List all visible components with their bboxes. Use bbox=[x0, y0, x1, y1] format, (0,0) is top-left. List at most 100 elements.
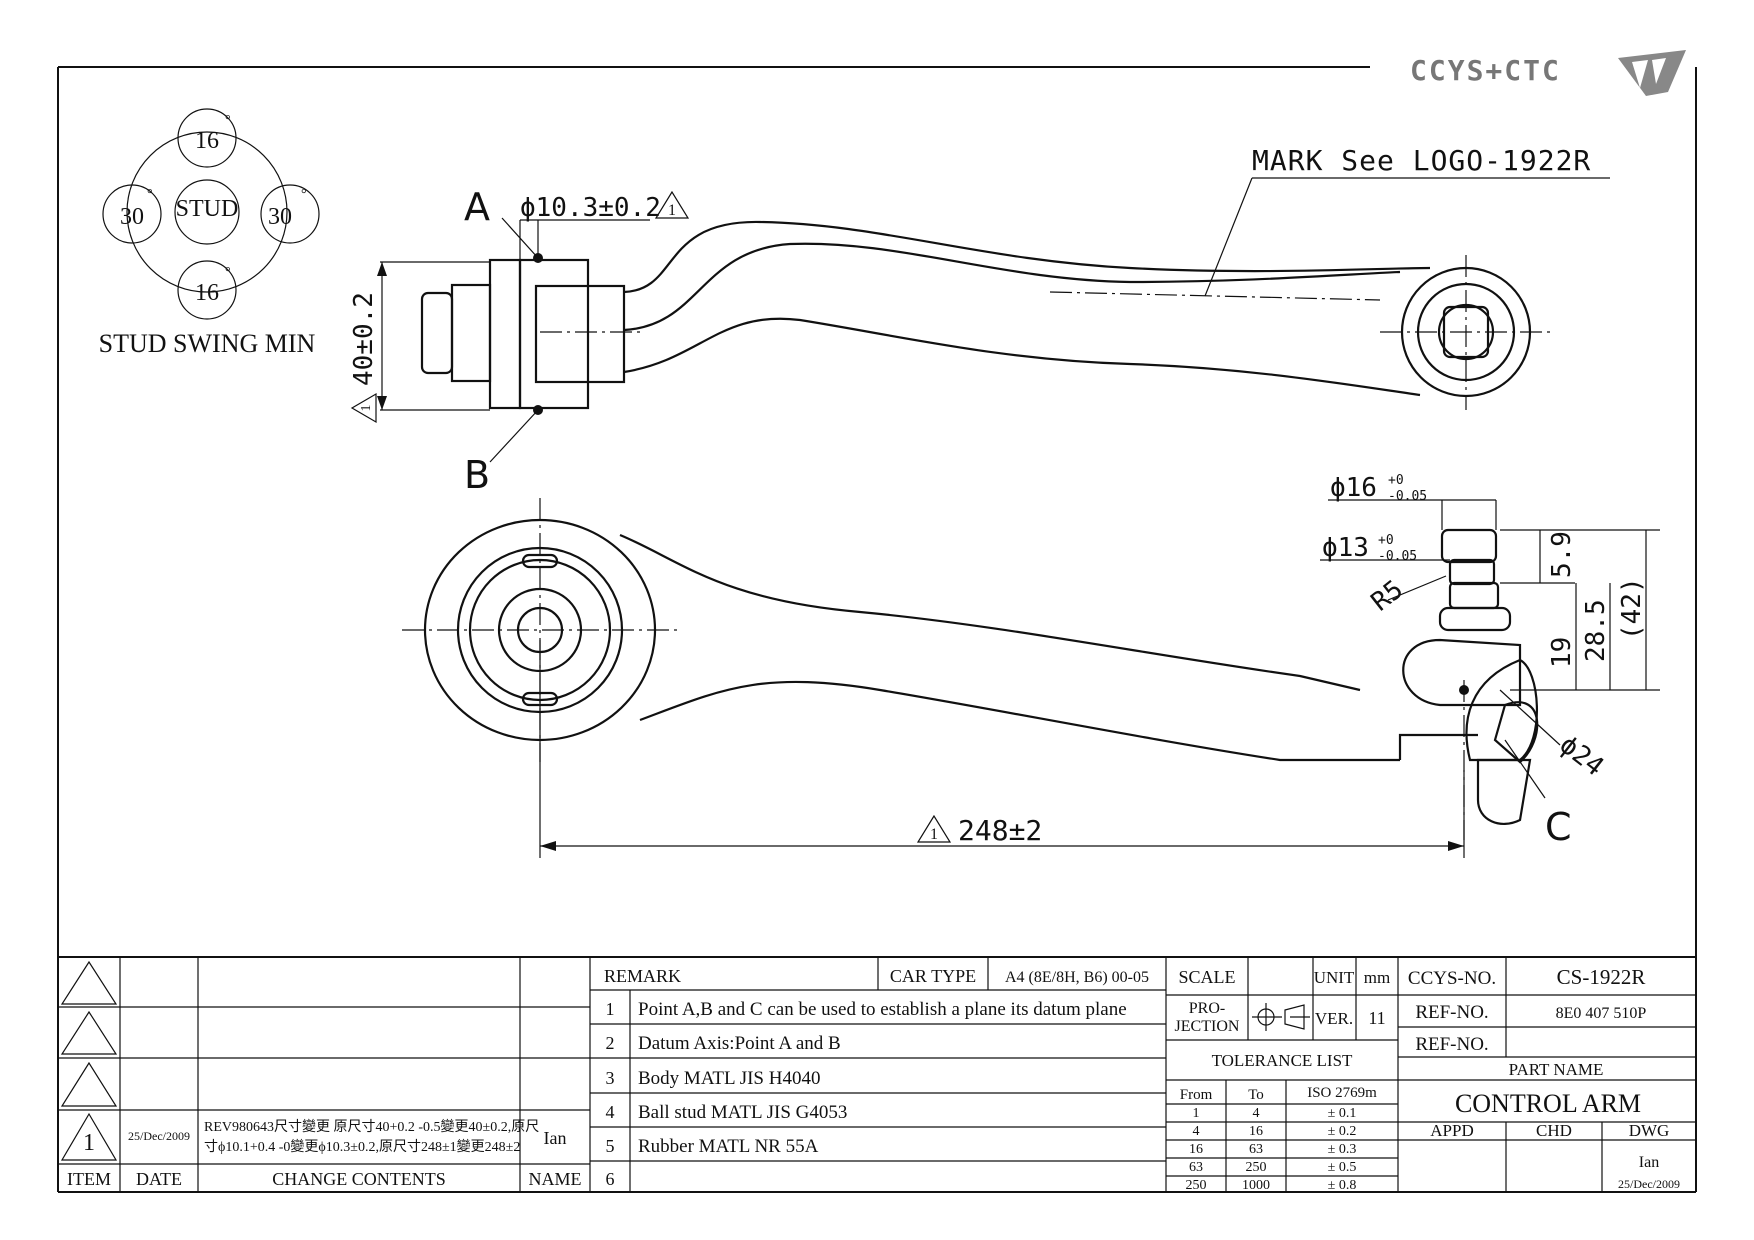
stud-swing-right: 30 bbox=[268, 204, 292, 230]
tol-plus: +0 bbox=[1378, 533, 1394, 548]
logo-text: CCYS+CTC bbox=[1410, 54, 1561, 87]
dim-height: 40±0.2 bbox=[349, 292, 379, 386]
stud-swing-top: 16 bbox=[195, 128, 219, 154]
tolerance-block: SCALE UNIT mm PRO- JECTION VER. 11 TOLER… bbox=[1175, 967, 1391, 1193]
tol-cell: 16 bbox=[1249, 1124, 1263, 1139]
header-date: DATE bbox=[136, 1169, 182, 1189]
tol-plus: +0 bbox=[1388, 473, 1404, 488]
flag-1: 1 bbox=[359, 405, 374, 412]
tol-header-iso: ISO 2769m bbox=[1307, 1085, 1377, 1101]
side-view: C 1 248±2 ϕ16 +0 -0.05 ϕ13 +0 -0.05 R5 5… bbox=[402, 473, 1660, 858]
top-view: A B ϕ10.3±0.2 1 1 40±0.2 MARK See LOGO-1… bbox=[349, 144, 1610, 497]
stud-swing-title: STUD SWING MIN bbox=[99, 329, 316, 358]
rev-item: 1 bbox=[83, 1130, 95, 1156]
dwg-date: 25/Dec/2009 bbox=[1618, 1177, 1680, 1191]
stud-center-label: STUD bbox=[176, 196, 239, 222]
tol-cell: ± 0.8 bbox=[1328, 1178, 1357, 1193]
label-a: A bbox=[464, 185, 490, 229]
remark-no: 1 bbox=[606, 999, 615, 1019]
tol-cell: 1000 bbox=[1242, 1178, 1270, 1193]
projection-label-2: JECTION bbox=[1175, 1018, 1240, 1035]
tol-cell: ± 0.3 bbox=[1328, 1142, 1357, 1157]
stud-swing-left: 30 bbox=[120, 204, 144, 230]
remarks-table: REMARK CAR TYPE A4 (8E/8H, B6) 00-05 1 P… bbox=[604, 966, 1149, 1189]
tol-cell: 63 bbox=[1189, 1160, 1203, 1175]
part-name-label: PART NAME bbox=[1509, 1060, 1604, 1079]
header-item: ITEM bbox=[67, 1169, 111, 1189]
tol-header-to: To bbox=[1248, 1087, 1264, 1103]
tolerance-title: TOLERANCE LIST bbox=[1212, 1051, 1353, 1070]
company-logo: CCYS+CTC bbox=[1410, 50, 1686, 96]
sheet-frame bbox=[57, 66, 1697, 1193]
tol-cell: ± 0.1 bbox=[1328, 1106, 1357, 1121]
dim-5-9: 5.9 bbox=[1547, 531, 1577, 578]
rev-change-line1: REV980643尺寸變更 原尺寸40+0.2 -0.5變更40±0.2,原尺 bbox=[204, 1119, 539, 1135]
remark-title: REMARK bbox=[604, 966, 681, 986]
projection-label-1: PRO- bbox=[1189, 1000, 1225, 1017]
ver-value: 11 bbox=[1368, 1008, 1385, 1028]
dim-dia16: ϕ16 bbox=[1330, 473, 1377, 503]
chd-label: CHD bbox=[1536, 1121, 1572, 1140]
tol-cell: ± 0.2 bbox=[1328, 1124, 1357, 1139]
flag-1: 1 bbox=[668, 202, 676, 219]
remark-no: 6 bbox=[606, 1169, 615, 1189]
part-name-value: CONTROL ARM bbox=[1455, 1089, 1641, 1118]
dim-r5: R5 bbox=[1366, 575, 1409, 618]
remark-no: 2 bbox=[606, 1033, 615, 1053]
tol-minus: -0.05 bbox=[1388, 489, 1427, 504]
remark-no: 3 bbox=[606, 1068, 615, 1088]
unit-value: mm bbox=[1364, 968, 1390, 987]
stud-swing-diagram: STUD 16 16 30 30 ° ° ° ° STUD SWING MIN bbox=[99, 108, 320, 358]
ver-label: VER. bbox=[1315, 1009, 1353, 1028]
label-b: B bbox=[464, 453, 490, 497]
tol-cell: 250 bbox=[1186, 1178, 1207, 1193]
stud-swing-bottom: 16 bbox=[195, 280, 219, 306]
ccys-no-label: CCYS-NO. bbox=[1408, 968, 1496, 989]
appd-label: APPD bbox=[1430, 1121, 1473, 1140]
car-type-label: CAR TYPE bbox=[890, 966, 976, 986]
tol-cell: 4 bbox=[1193, 1124, 1200, 1139]
dim-42: (42) bbox=[1617, 577, 1647, 640]
projection-symbol-icon bbox=[1252, 1003, 1310, 1031]
dim-dia24: ϕ24 bbox=[1554, 730, 1609, 783]
rev-date: 25/Dec/2009 bbox=[128, 1129, 190, 1143]
remark-text: Ball stud MATL JIS G4053 bbox=[638, 1102, 847, 1123]
tol-header-from: From bbox=[1180, 1087, 1213, 1103]
label-c: C bbox=[1545, 805, 1572, 849]
ccys-no-value: CS-1922R bbox=[1557, 965, 1646, 989]
tol-cell: ± 0.5 bbox=[1328, 1160, 1357, 1175]
unit-label: UNIT bbox=[1314, 968, 1355, 987]
tol-minus: -0.05 bbox=[1378, 549, 1417, 564]
remark-text: Datum Axis:Point A and B bbox=[638, 1033, 841, 1054]
scale-label: SCALE bbox=[1178, 967, 1235, 987]
flag-1: 1 bbox=[930, 826, 938, 843]
header-name: NAME bbox=[529, 1169, 582, 1189]
degree-mark: ° bbox=[225, 265, 231, 280]
revision-table: 1 25/Dec/2009 REV980643尺寸變更 原尺寸40+0.2 -0… bbox=[67, 1119, 582, 1189]
dim-dia-top: ϕ10.3±0.2 bbox=[520, 193, 661, 223]
dim-dia13: ϕ13 bbox=[1322, 533, 1369, 563]
ref-no-label: REF-NO. bbox=[1415, 1002, 1488, 1023]
remark-text: Rubber MATL NR 55A bbox=[638, 1136, 819, 1157]
title-block: CCYS-NO. CS-1922R REF-NO. 8E0 407 510P R… bbox=[1408, 965, 1680, 1191]
remark-text: Point A,B and C can be used to establish… bbox=[638, 999, 1127, 1020]
rev-name: Ian bbox=[544, 1128, 567, 1148]
title-block-grid bbox=[58, 956, 1696, 1192]
header-change: CHANGE CONTENTS bbox=[272, 1169, 446, 1189]
mark-note: MARK See LOGO-1922R bbox=[1252, 144, 1591, 177]
dwg-label: DWG bbox=[1629, 1121, 1670, 1140]
remark-text: Body MATL JIS H4040 bbox=[638, 1068, 820, 1089]
dim-28-5: 28.5 bbox=[1581, 599, 1611, 662]
remark-no: 4 bbox=[606, 1102, 615, 1122]
dim-19: 19 bbox=[1547, 637, 1577, 668]
tol-cell: 1 bbox=[1193, 1106, 1200, 1121]
ref-no-value: 8E0 407 510P bbox=[1556, 1005, 1647, 1022]
degree-mark: ° bbox=[301, 187, 307, 202]
tol-cell: 250 bbox=[1246, 1160, 1267, 1175]
dwg-value: Ian bbox=[1639, 1154, 1659, 1171]
tol-cell: 63 bbox=[1249, 1142, 1263, 1157]
tol-cell: 4 bbox=[1253, 1106, 1260, 1121]
degree-mark: ° bbox=[147, 187, 153, 202]
ref-no2-label: REF-NO. bbox=[1415, 1034, 1488, 1055]
